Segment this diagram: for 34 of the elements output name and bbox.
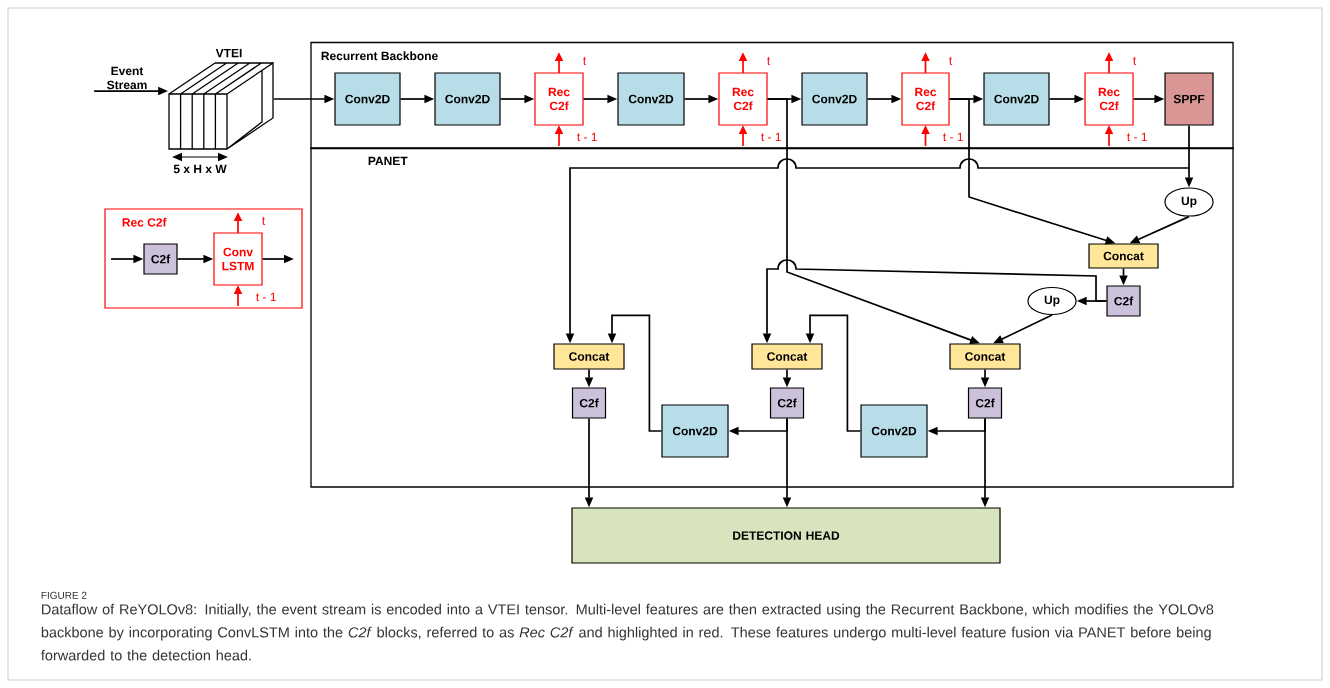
c2f-box: C2f [571, 387, 607, 419]
detection-head-box: DETECTION HEAD [571, 507, 1001, 564]
concat-box: Concat [553, 343, 625, 370]
conv-box: Conv2D [860, 404, 928, 458]
c2f-box: C2f [143, 243, 178, 275]
figure-number: FIGURE 2 [41, 591, 87, 599]
conv-box: Conv2D [617, 72, 685, 126]
input-label: Event Stream [107, 66, 147, 90]
tensor-drawing: VTEI 5 x H x W [168, 48, 274, 174]
time-label: t - 1 [577, 132, 597, 142]
conv-box: Conv2D [434, 72, 501, 126]
conv-box: Conv2D [661, 404, 729, 458]
time-label: t [949, 57, 953, 65]
sppf-box: SPPF [1164, 72, 1214, 126]
time-label: t [583, 57, 587, 65]
conv-box: Conv2D [801, 72, 868, 126]
dimension-label: 5 x H x W [173, 164, 227, 174]
c2f-box: C2f [769, 387, 805, 419]
time-label: t [767, 57, 771, 65]
time-label: t - 1 [1127, 132, 1147, 142]
concat-box: Concat [751, 343, 823, 370]
concat-box: Concat [949, 343, 1021, 370]
time-label: t [262, 217, 266, 225]
time-label: t [1133, 57, 1137, 65]
time-label: t - 1 [256, 292, 276, 302]
conv-box: Conv2D [334, 72, 401, 126]
node-label: VTEI [215, 48, 242, 58]
caption: Dataflow of ReYOLOv8: Initially, the event stream is encoded into a VTEI tensor. Multi-level features are then extracted using the Recurrent Backbone, which modifies the YOLOv8 backbone by incorporating ConvLSTM into the C2f blocks, referred to as Rec C2f and highlighted in red. These features undergo multi-level feature fusion via PANET before being forwarded to the detection head. [41, 603, 1214, 661]
conv-box: Conv2D [983, 72, 1050, 126]
concat-box: Concat [1088, 243, 1159, 269]
time-label: t - 1 [943, 132, 963, 142]
c2f-box: C2f [967, 387, 1003, 419]
c2f-box: C2f [1106, 285, 1141, 317]
time-label: t - 1 [761, 132, 781, 142]
